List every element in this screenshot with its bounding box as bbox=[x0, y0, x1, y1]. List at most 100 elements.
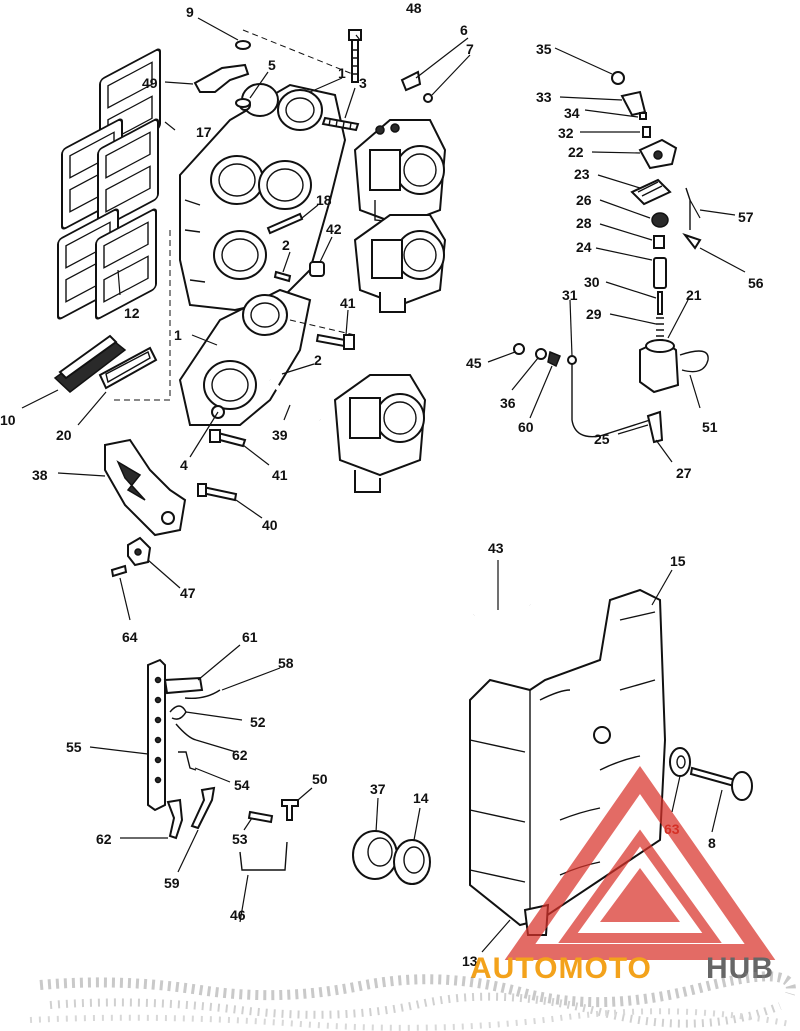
callout-17: 17 bbox=[196, 124, 212, 140]
callout-42: 42 bbox=[326, 221, 342, 237]
tee-50 bbox=[281, 799, 299, 821]
callout-52: 52 bbox=[250, 714, 266, 730]
clamp-47 bbox=[127, 536, 152, 567]
watermark-logo bbox=[504, 766, 776, 960]
callout-41: 41 bbox=[272, 467, 288, 483]
bracket bbox=[193, 63, 250, 93]
callout-12: 12 bbox=[124, 305, 140, 321]
lower-manifold bbox=[178, 288, 312, 426]
callout-1: 1 bbox=[174, 327, 182, 343]
callout-9: 9 bbox=[186, 4, 194, 20]
carburetor-upper bbox=[353, 119, 447, 227]
callout-61: 61 bbox=[242, 629, 258, 645]
callout-48: 48 bbox=[406, 0, 422, 16]
callout-18: 18 bbox=[316, 192, 332, 208]
callout-2: 2 bbox=[282, 237, 290, 253]
callout-50: 50 bbox=[312, 771, 328, 787]
screw bbox=[423, 93, 433, 103]
callout-41: 41 bbox=[340, 295, 356, 311]
callout-62: 62 bbox=[232, 747, 248, 763]
callout-8: 8 bbox=[708, 835, 716, 851]
callout-33: 33 bbox=[536, 89, 552, 105]
callout-58: 58 bbox=[278, 655, 294, 671]
pin bbox=[273, 270, 292, 283]
callout-39: 39 bbox=[272, 427, 288, 443]
callout-60: 60 bbox=[518, 419, 534, 435]
fitting-59 bbox=[190, 786, 216, 830]
callout-14: 14 bbox=[413, 790, 429, 806]
callout-26: 26 bbox=[576, 192, 592, 208]
callout-55: 55 bbox=[66, 739, 82, 755]
intake-manifold bbox=[179, 83, 347, 312]
screw-8 bbox=[689, 766, 753, 801]
callout-30: 30 bbox=[584, 274, 600, 290]
callout-2: 2 bbox=[314, 352, 322, 368]
callout-53: 53 bbox=[232, 831, 248, 847]
washer-63 bbox=[669, 747, 691, 777]
washer bbox=[235, 98, 251, 108]
carburetor-middle bbox=[353, 214, 447, 313]
hose-53 bbox=[247, 810, 274, 824]
clip-52 bbox=[169, 705, 187, 720]
callout-59: 59 bbox=[164, 875, 180, 891]
gasket-stack bbox=[57, 48, 161, 320]
callout-27: 27 bbox=[676, 465, 692, 481]
callout-29: 29 bbox=[586, 306, 602, 322]
fitting-62 bbox=[166, 798, 184, 840]
callout-43: 43 bbox=[488, 540, 504, 556]
callout-47: 47 bbox=[180, 585, 196, 601]
callout-54: 54 bbox=[234, 777, 250, 793]
callout-13: 13 bbox=[462, 953, 478, 969]
clip bbox=[400, 70, 422, 92]
callout-62: 62 bbox=[96, 831, 112, 847]
callout-32: 32 bbox=[558, 125, 574, 141]
callout-35: 35 bbox=[536, 41, 552, 57]
reed-plate bbox=[53, 334, 158, 393]
callout-46: 46 bbox=[230, 907, 246, 923]
callout-10: 10 bbox=[0, 412, 16, 428]
callout-22: 22 bbox=[568, 144, 584, 160]
hose-61 bbox=[163, 676, 204, 695]
callout-4: 4 bbox=[180, 457, 188, 473]
screw-64 bbox=[110, 564, 128, 578]
callout-5: 5 bbox=[268, 57, 276, 73]
callout-49: 49 bbox=[142, 75, 158, 91]
callout-6: 6 bbox=[460, 22, 468, 38]
callout-3: 3 bbox=[359, 75, 367, 91]
callout-20: 20 bbox=[56, 427, 72, 443]
callout-56: 56 bbox=[748, 275, 764, 291]
callout-7: 7 bbox=[466, 41, 474, 57]
callout-57: 57 bbox=[738, 209, 754, 225]
stud bbox=[321, 116, 360, 132]
callout-25: 25 bbox=[594, 431, 610, 447]
callout-23: 23 bbox=[574, 166, 590, 182]
fuel-rail bbox=[147, 658, 166, 812]
bolt bbox=[348, 29, 362, 83]
callout-45: 45 bbox=[466, 355, 482, 371]
hose-46 bbox=[239, 841, 288, 871]
bracket-38 bbox=[104, 438, 187, 537]
leader-lines bbox=[21, 17, 746, 953]
callout-34: 34 bbox=[564, 105, 580, 121]
hose-54 bbox=[178, 751, 197, 771]
hose-58 bbox=[184, 689, 221, 700]
callout-38: 38 bbox=[32, 467, 48, 483]
callout-37: 37 bbox=[370, 781, 386, 797]
callout-40: 40 bbox=[262, 517, 278, 533]
screw-41-lower bbox=[209, 429, 247, 448]
callout-28: 28 bbox=[576, 215, 592, 231]
callout-51: 51 bbox=[702, 419, 718, 435]
hose-62 bbox=[175, 723, 197, 741]
washer bbox=[235, 40, 251, 50]
screw-41-upper bbox=[315, 333, 355, 350]
brand-text-hub: HUB bbox=[706, 952, 774, 985]
silencer-housing bbox=[469, 588, 667, 936]
callout-64: 64 bbox=[122, 629, 138, 645]
spacer bbox=[309, 261, 325, 277]
grommet-14 bbox=[393, 839, 431, 885]
grommet-37 bbox=[352, 830, 398, 880]
callout-15: 15 bbox=[670, 553, 686, 569]
screw-18 bbox=[266, 212, 304, 235]
callout-labels: 9 49 5 17 12 1 3 48 6 7 18 2 42 41 1 2 3… bbox=[0, 0, 764, 969]
